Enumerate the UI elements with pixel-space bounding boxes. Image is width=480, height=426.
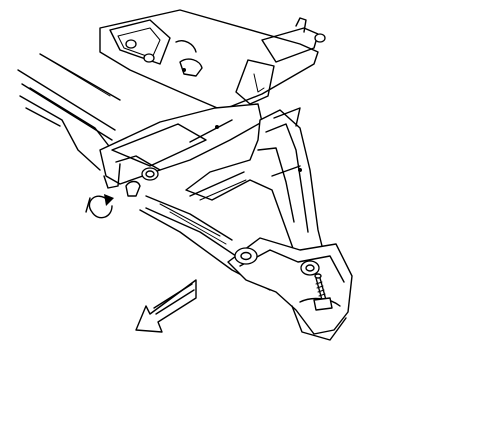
left-frame-rail (17, 53, 121, 171)
mounting-bolt (313, 273, 333, 311)
y-brace-arm (139, 107, 327, 291)
rear-crossmember (99, 9, 326, 111)
lower-mount-bracket (227, 237, 353, 341)
forward-arrow-icon (135, 279, 197, 333)
front-crossmember (99, 103, 263, 197)
rotate-arrow-icon (85, 194, 114, 219)
